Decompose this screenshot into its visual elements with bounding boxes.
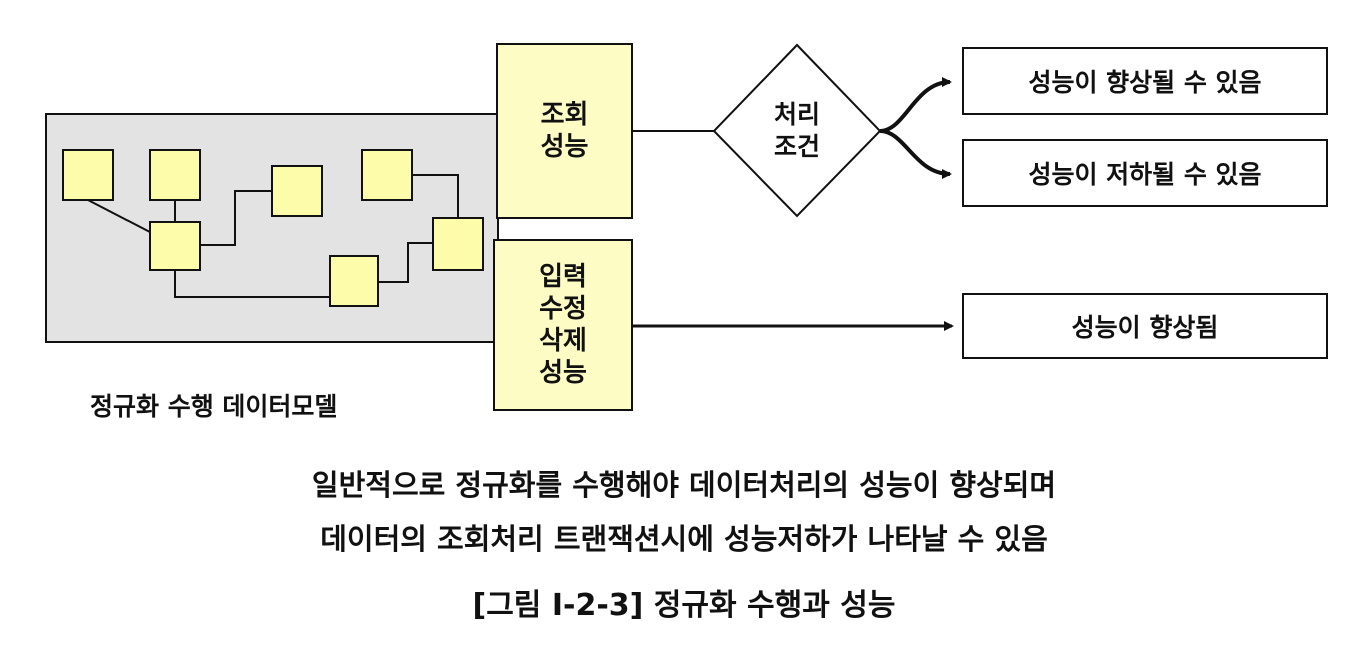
data-model-panel [45,113,499,343]
outcome-box-improve [962,293,1328,359]
caption-line2: 데이터의 조회처리 트랜잭션시에 성능저하가 나타날 수 있음 [320,522,1048,556]
outcome-box-improve-maybe [962,47,1328,115]
outcome-box-degrade-maybe [962,139,1328,207]
arrow-to-improve-maybe [879,77,952,133]
entity-box [149,221,201,271]
update-label-line1: 입력 [539,262,587,292]
arrow-to-degrade-maybe [879,129,952,179]
condition-label-line1: 처리 [773,100,820,129]
entity-box [432,217,484,271]
entity-box [149,149,201,201]
query-label-line2: 성능 [540,132,589,162]
entity-box [329,255,379,307]
outcome-improve-maybe-text: 성능이 향상될 수 있음 [1028,68,1262,97]
entity-box [62,149,114,201]
caption-line1: 일반적으로 정규화를 수행해야 데이터처리의 성능이 향상되며 [311,468,1057,502]
update-label-line2: 수정 [539,294,587,324]
condition-diamond [712,43,882,218]
entity-box [271,165,323,217]
update-performance-box [493,239,633,411]
query-label-line1: 조회 [540,100,589,130]
condition-label-line2: 조건 [773,132,820,161]
condition-label: 처리 조건 [734,86,860,176]
data-model-label: 정규화 수행 데이터모델 [90,392,338,421]
outcome-improve-text: 성능이 향상됨 [1071,313,1219,342]
query-performance-label: 조회 성능 [497,44,632,218]
update-label-line3: 삭제 [539,326,587,356]
update-label-line4: 성능 [539,358,587,388]
entity-boxes [62,149,484,307]
update-performance-label: 입력 수정 삭제 성능 [494,240,632,410]
query-performance-box [496,43,633,219]
outcome-degrade-maybe-text: 성능이 저하될 수 있음 [1028,160,1262,189]
figure-title: [그림 Ⅰ-2-3] 정규화 수행과 성능 [472,588,896,623]
entity-box [361,149,413,201]
